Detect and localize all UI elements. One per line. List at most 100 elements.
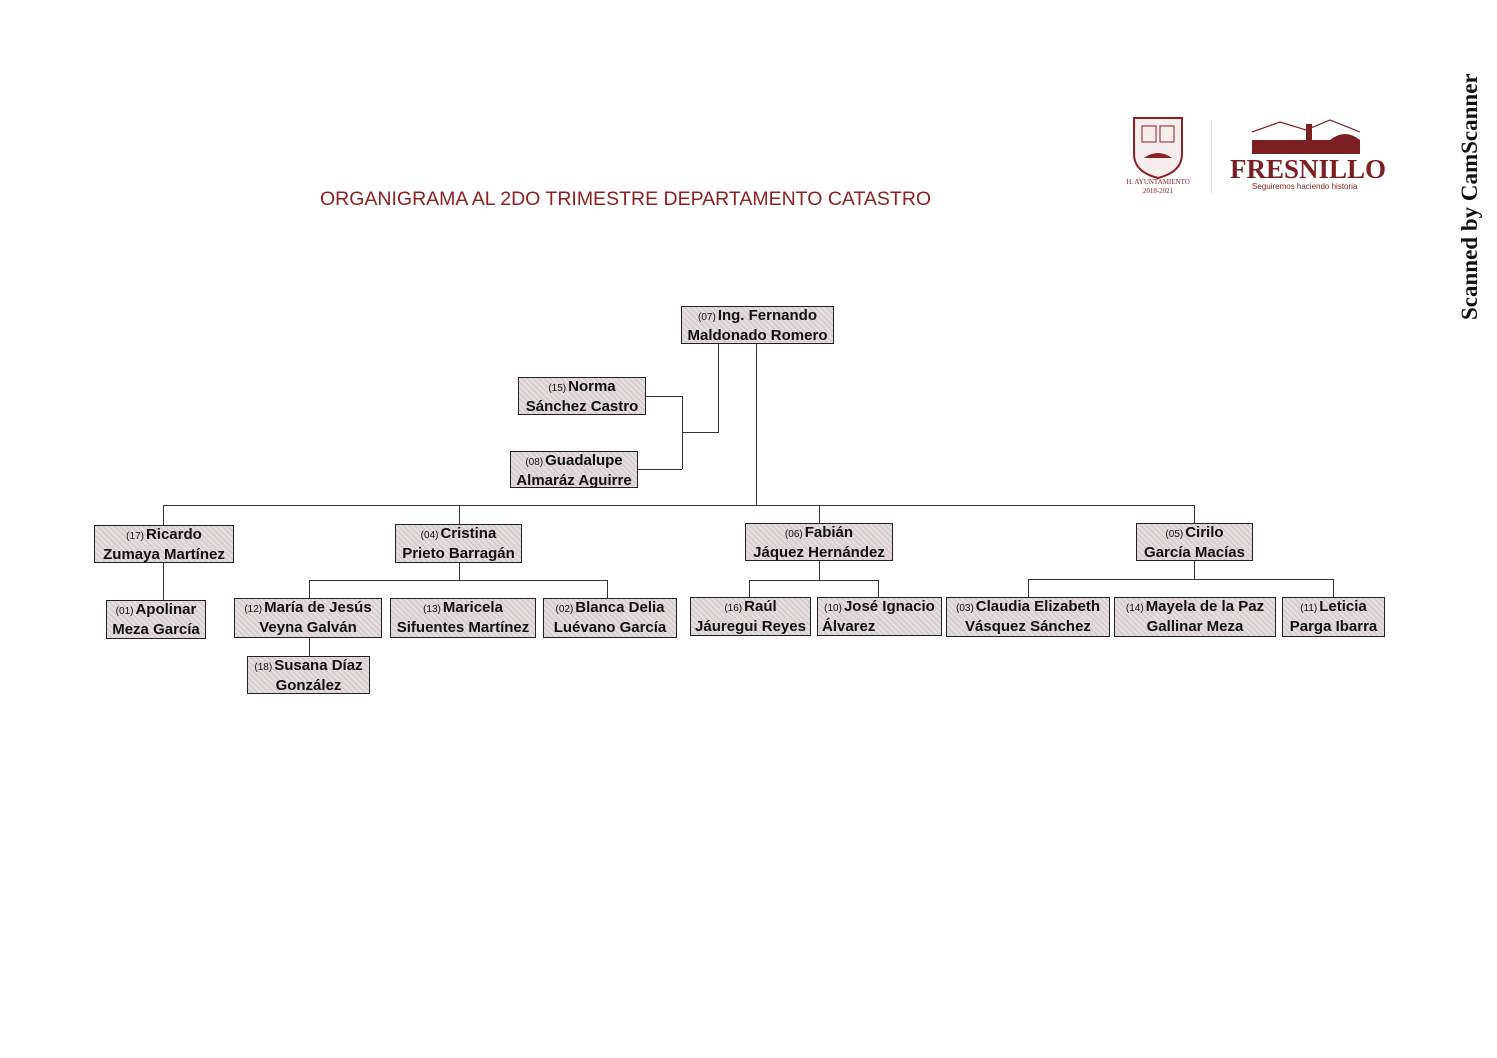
node-surname: Sánchez Castro [525, 398, 639, 415]
node-number: (11) [1300, 603, 1318, 614]
connector [749, 580, 750, 597]
connector [1194, 505, 1195, 523]
scanner-watermark: Scanned by CamScanner [1457, 73, 1482, 320]
connector [1333, 579, 1334, 597]
connector [756, 344, 757, 505]
node-name: Susana Díaz [274, 657, 363, 674]
connector [309, 637, 310, 656]
node-surname: Vásquez Sánchez [965, 618, 1091, 635]
logo-divider [1211, 120, 1212, 194]
node-surname: Prieto Barragán [402, 545, 515, 562]
node-surname: Meza García [112, 621, 200, 638]
node-number: (17) [126, 531, 144, 542]
connector [645, 396, 682, 397]
node-surname: Sifuentes Martínez [396, 619, 530, 636]
node-surname: Parga Ibarra [1289, 618, 1378, 635]
connector [819, 505, 820, 523]
connector [163, 505, 1195, 506]
node-name: Mayela de la Paz [1145, 598, 1265, 615]
node-surname: Gallinar Meza [1146, 618, 1244, 635]
node-number: (18) [254, 662, 273, 673]
connector [682, 432, 719, 433]
node-number: (02) [555, 604, 574, 615]
connector [749, 580, 879, 581]
building-icon [1251, 119, 1361, 154]
connector [637, 469, 682, 470]
node-number: (13) [423, 604, 441, 615]
node-name: Ing. Fernando [717, 307, 817, 324]
node-number: (05) [1165, 529, 1184, 540]
node-surname: Zumaya Martínez [103, 546, 225, 563]
node-surname: Jáquez Hernández [753, 544, 885, 561]
node-number: (16) [724, 603, 743, 614]
node-number: (07) [698, 312, 716, 323]
node-number: (04) [420, 530, 439, 541]
node-number: (08) [525, 457, 544, 468]
brand-tagline: Seguiremos haciendo historia [1252, 182, 1358, 191]
connector [607, 580, 608, 598]
node-surname: García Macías [1144, 544, 1245, 561]
node-surname: Luévano García [553, 619, 667, 636]
node-name: Ricardo [145, 526, 202, 543]
node-surname: Maldonado Romero [687, 327, 828, 344]
connector [819, 560, 820, 580]
node-number: (03) [956, 603, 974, 614]
node-number: (06) [784, 529, 803, 540]
node-surname: Almaráz Aguirre [516, 472, 632, 488]
node-surname: Álvarez [822, 618, 876, 635]
connector [459, 505, 460, 524]
node-name: Maricela [442, 599, 503, 616]
node-name: Blanca Delia [575, 599, 665, 616]
connector [309, 580, 608, 581]
node-name: Norma [568, 378, 616, 395]
connector [682, 396, 683, 469]
node-name: Claudia Elizabeth [975, 598, 1100, 615]
coat-of-arms-icon [1133, 117, 1183, 180]
node-surname: Jáuregui Reyes [695, 618, 806, 635]
connector [163, 505, 164, 525]
node-name: Cirilo [1185, 524, 1224, 541]
node-name: Raúl [744, 598, 777, 615]
node-number: (14) [1125, 603, 1144, 614]
connector [878, 580, 879, 597]
seal-caption: H. AYUNTAMIENTO [1126, 178, 1190, 186]
node-number: (15) [548, 383, 567, 394]
node-number: (12) [244, 604, 263, 615]
node-name: Apolinar [135, 601, 197, 618]
node-name: José Ignacio [843, 598, 935, 615]
brand-name: FRESNILLO [1230, 154, 1387, 184]
connector [1028, 579, 1029, 597]
connector [309, 580, 310, 598]
page-title: ORGANIGRAMA AL 2DO TRIMESTRE DEPARTAMENT… [320, 188, 932, 210]
connector [1194, 560, 1195, 579]
connector [1028, 579, 1334, 580]
connector [718, 344, 719, 432]
node-name: Guadalupe [545, 452, 623, 469]
node-name: Leticia [1319, 598, 1367, 615]
node-number: (01) [115, 606, 134, 617]
node-number: (10) [824, 603, 842, 614]
node-name: María de Jesús [264, 599, 372, 616]
node-surname: Veyna Galván [259, 619, 357, 636]
connector [459, 562, 460, 580]
node-name: Cristina [440, 525, 497, 542]
seal-years: 2018-2021 [1142, 187, 1174, 195]
node-surname: González [275, 677, 342, 694]
